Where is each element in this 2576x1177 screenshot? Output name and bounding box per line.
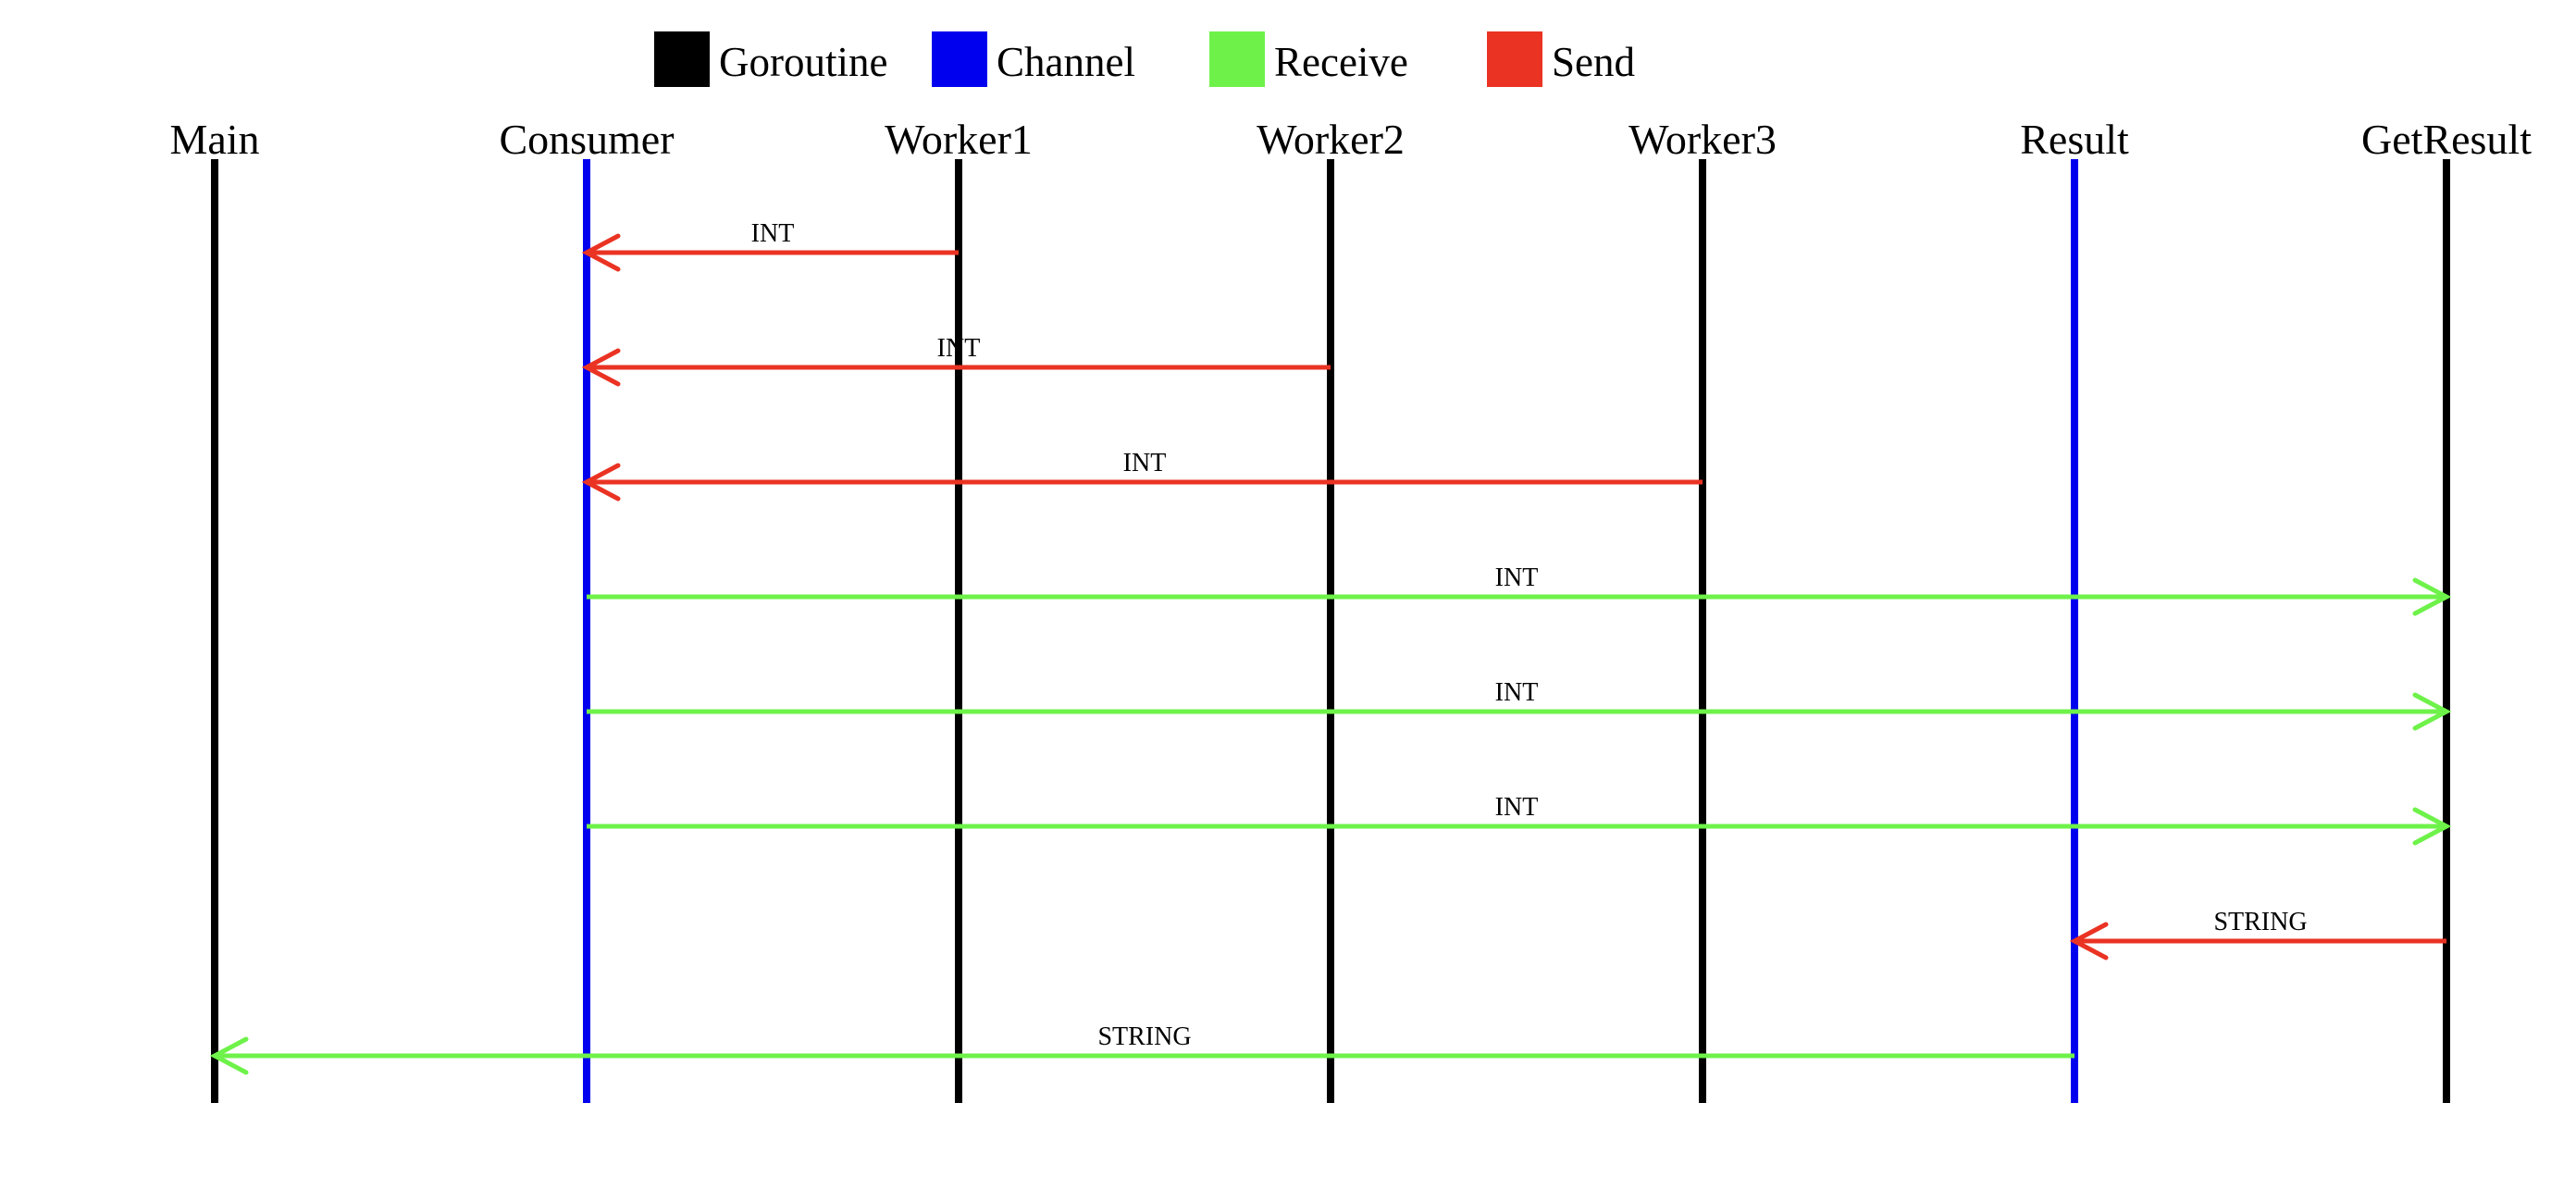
legend-label-goroutine: Goroutine (719, 39, 887, 85)
message-arrowhead (581, 463, 621, 502)
message-label: INT (1495, 793, 1539, 822)
lane-label-getresult: GetResult (2361, 116, 2532, 163)
lane-label-main: Main (169, 116, 259, 163)
message-label: INT (1495, 564, 1539, 592)
lane-label-worker2: Worker2 (1257, 116, 1405, 163)
lane-worker3: Worker3 (1629, 116, 1777, 1103)
message-label: INT (1495, 678, 1539, 707)
lane-consumer: Consumer (499, 116, 675, 1103)
legend-label-receive: Receive (1274, 39, 1408, 85)
message-label: STRING (1097, 1022, 1191, 1051)
lane-main: Main (169, 116, 260, 1103)
message-1-send: INT (581, 219, 959, 272)
lanes: Main Consumer Worker1 Worker2 Worker3 Result G… (169, 116, 2532, 1103)
legend-item-send: Send (1487, 31, 1635, 87)
message-label: INT (937, 334, 981, 363)
message-7-send: STRING (2069, 908, 2446, 960)
legend-label-channel: Channel (997, 39, 1135, 85)
legend: Goroutine Channel Receive Send (654, 31, 1635, 87)
messages: INT INT INT INT INT INT STRING STRING (209, 219, 2452, 1075)
message-3-send: INT (581, 449, 1703, 502)
legend-item-channel: Channel (932, 31, 1135, 87)
message-arrowhead (581, 233, 621, 272)
legend-item-receive: Receive (1209, 31, 1408, 87)
message-label: INT (1123, 449, 1167, 477)
message-label: STRING (2213, 908, 2307, 936)
message-6-receive: INT (587, 793, 2452, 846)
legend-label-send: Send (1552, 39, 1635, 85)
lane-result: Result (2020, 116, 2129, 1103)
message-arrowhead (2069, 922, 2109, 960)
legend-swatch-receive (1209, 31, 1265, 87)
message-label: INT (751, 219, 795, 248)
lane-label-worker1: Worker1 (885, 116, 1033, 163)
lane-worker1: Worker1 (885, 116, 1033, 1103)
message-arrowhead (2412, 807, 2452, 846)
message-8-receive: STRING (209, 1022, 2074, 1075)
lane-worker2: Worker2 (1257, 116, 1405, 1103)
legend-swatch-channel (932, 31, 987, 87)
lane-label-consumer: Consumer (499, 116, 674, 163)
legend-swatch-send (1487, 31, 1542, 87)
lane-label-worker3: Worker3 (1629, 116, 1777, 163)
message-2-send: INT (581, 334, 1331, 387)
legend-swatch-goroutine (654, 31, 710, 87)
lane-label-result: Result (2020, 116, 2129, 163)
message-arrowhead (2412, 577, 2452, 616)
message-4-receive: INT (587, 564, 2452, 616)
legend-item-goroutine: Goroutine (654, 31, 887, 87)
lane-getresult: GetResult (2361, 116, 2532, 1103)
message-arrowhead (209, 1036, 249, 1075)
message-arrowhead (581, 348, 621, 387)
message-5-receive: INT (587, 678, 2452, 731)
message-arrowhead (2412, 692, 2452, 731)
